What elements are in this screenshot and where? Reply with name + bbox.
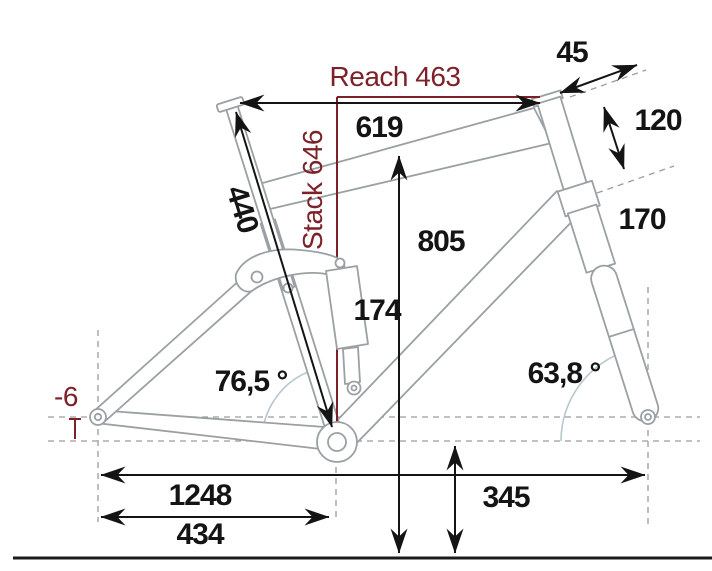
top-tube-length-label: 619 xyxy=(355,111,402,144)
head-tube-length-label: 120 xyxy=(634,104,681,137)
labels: Reach 463 Stack 646 -6 45 120 170 619 80… xyxy=(54,36,683,551)
bb-drop-label: -6 xyxy=(54,381,78,412)
bb-drop-tick xyxy=(69,418,81,439)
fork-stanchion xyxy=(566,203,616,274)
seatstay-tube xyxy=(92,268,265,424)
wheelbase-label: 1248 xyxy=(169,479,232,512)
head-angle-label: 63,8 ° xyxy=(528,357,601,390)
fork-length-label: 170 xyxy=(618,203,665,236)
shock-top-mount xyxy=(334,257,346,269)
dimension-arrows xyxy=(13,64,712,560)
bb-height-label: 345 xyxy=(482,481,529,514)
shock-length-label: 174 xyxy=(353,294,401,327)
fork-lowers xyxy=(590,264,660,423)
shock-body xyxy=(325,265,369,350)
frame-drawing xyxy=(89,89,660,452)
chainstay-tube xyxy=(95,409,339,452)
stack-label: Stack 646 xyxy=(297,130,328,250)
seat-angle-label: 76,5 ° xyxy=(215,365,288,398)
head-tube-120-arrow xyxy=(603,106,625,170)
standover-label: 805 xyxy=(417,225,464,258)
seat-tube-440-arrow xyxy=(235,111,333,428)
chainstay-label: 434 xyxy=(176,518,224,551)
fork-group xyxy=(556,179,660,423)
head-angle-arc xyxy=(560,350,628,442)
reach-label: Reach 463 xyxy=(330,61,461,92)
stem-45-arrow xyxy=(559,64,638,94)
rocker-pivot xyxy=(250,270,264,284)
shock-shaft xyxy=(342,346,361,385)
stem-length-label: 45 xyxy=(556,36,588,69)
